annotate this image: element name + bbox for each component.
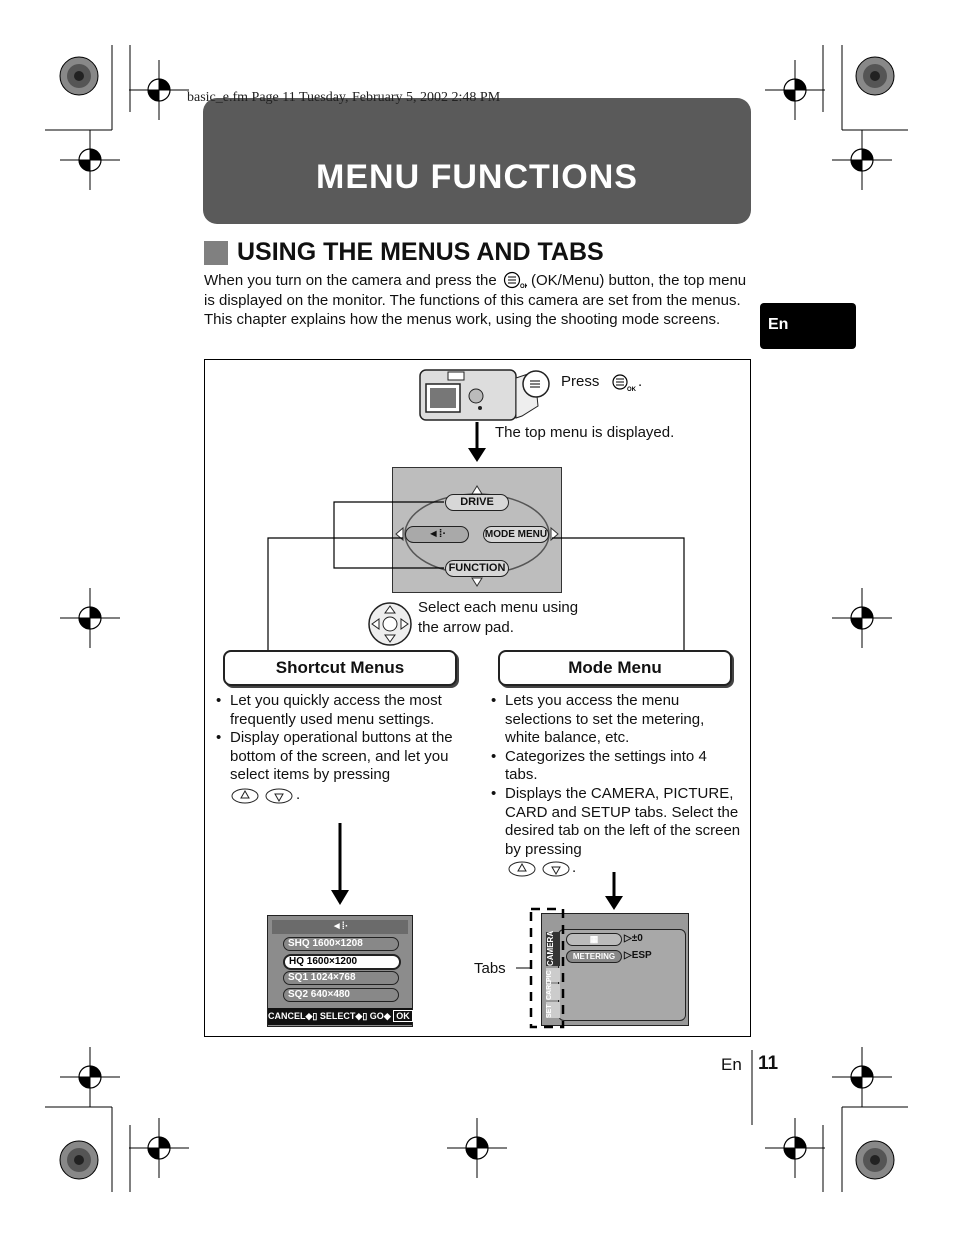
esp-value: ▷ESP [624,950,652,961]
section-title: USING THE MENUS AND TABS [237,238,604,266]
quality-row-sq2: SQ2 640×480 [283,988,399,1002]
ok-button-small-icon: OK [612,374,636,392]
top-menu-screen: DRIVE ◄⁞· MODE MENU FUNCTION [392,467,562,593]
camera-back-icon [419,369,550,421]
diagram-frame [204,359,751,1037]
quality-row-sq1: SQ1 1024×768 [283,971,399,985]
quality-screen: ◄⁞· SHQ 1600×1208 HQ 1600×1200 SQ1 1024×… [267,915,413,1027]
shortcut-period: . [296,786,301,803]
tabs-label: Tabs [474,960,506,977]
intro-part1: When you turn on the camera and press th… [204,272,497,289]
mode-period: . [572,859,577,876]
footer-lang: En [721,1055,742,1074]
quality-row-hq: HQ 1600×1200 [283,954,401,970]
footer-cancel: CANCEL [268,1011,306,1021]
chapter-title: MENU FUNCTIONS [316,158,638,196]
quality-menu-item: ◄⁞· [405,526,469,543]
chapter-title-bar: MENU FUNCTIONS [203,98,751,224]
down-arrow-1 [468,422,486,462]
quality-icon: ◄⁞· [427,528,447,540]
svg-text:OK: OK [520,284,527,289]
intro-paragraph: When you turn on the camera and press th… [204,271,754,330]
ev-icon: ▦ [566,933,622,946]
quality-footer-bar: CANCEL◆▯ SELECT◆▯ GO◆ OK [268,1008,413,1025]
footer-ok: OK [393,1010,413,1022]
mode-bullet-2: Categorizes the settings into 4 tabs. [488,748,743,785]
arrow-pad-icon [368,602,412,646]
svg-text:OK: OK [627,387,636,392]
page-number: 11 [758,1053,779,1074]
up-down-button-icons-2 [508,861,570,877]
language-tab: En [760,303,856,349]
ok-menu-button-icon: OK [503,271,530,290]
mode-bullet-3: Displays the CAMERA, PICTURE, CARD and S… [488,785,743,859]
quality-screen-header: ◄⁞· [272,920,408,934]
arrow-pad-label-2: the arrow pad. [418,619,514,636]
intro-part2: (OK/Menu) button, the top menu is displa… [204,272,747,329]
shortcut-bullets: Let you quickly access the most frequent… [213,692,468,785]
metering-item: METERING [566,950,622,963]
tabs-dashed-outline [529,907,565,1029]
shortcut-bullet-1: Let you quickly access the most frequent… [213,692,468,729]
language-tab-label: En [768,316,789,333]
mode-bullets: Lets you access the menu selections to s… [488,692,743,859]
mode-bullet-1: Lets you access the menu selections to s… [488,692,743,748]
section-marker [204,241,228,265]
arrow-pad-label-1: Select each menu using [418,599,579,616]
shortcut-bullet-2: Display operational buttons at the botto… [213,729,468,785]
press-period: . [638,373,643,390]
mode-menu-heading: Mode Menu [498,650,732,686]
ev-value: ▷±0 [624,933,643,944]
up-down-button-icons [231,788,293,804]
top-menu-label: The top menu is displayed. [495,424,675,441]
press-label: Press [561,373,600,390]
mode-menu-item: MODE MENU [483,526,549,543]
mode-menu-screen: CAMERA PIC CARD SET ▦ ▷±0 METERING ▷ESP [541,913,689,1026]
file-info: basic_e.fm Page 11 Tuesday, February 5, … [187,90,501,105]
footer-go: GO [369,1011,384,1021]
shortcut-menus-heading: Shortcut Menus [223,650,457,686]
footer-select: SELECT [319,1011,356,1021]
function-menu-item: FUNCTION [445,560,509,577]
quality-row-shq: SHQ 1600×1208 [283,937,399,951]
drive-menu-item: DRIVE [445,494,509,511]
